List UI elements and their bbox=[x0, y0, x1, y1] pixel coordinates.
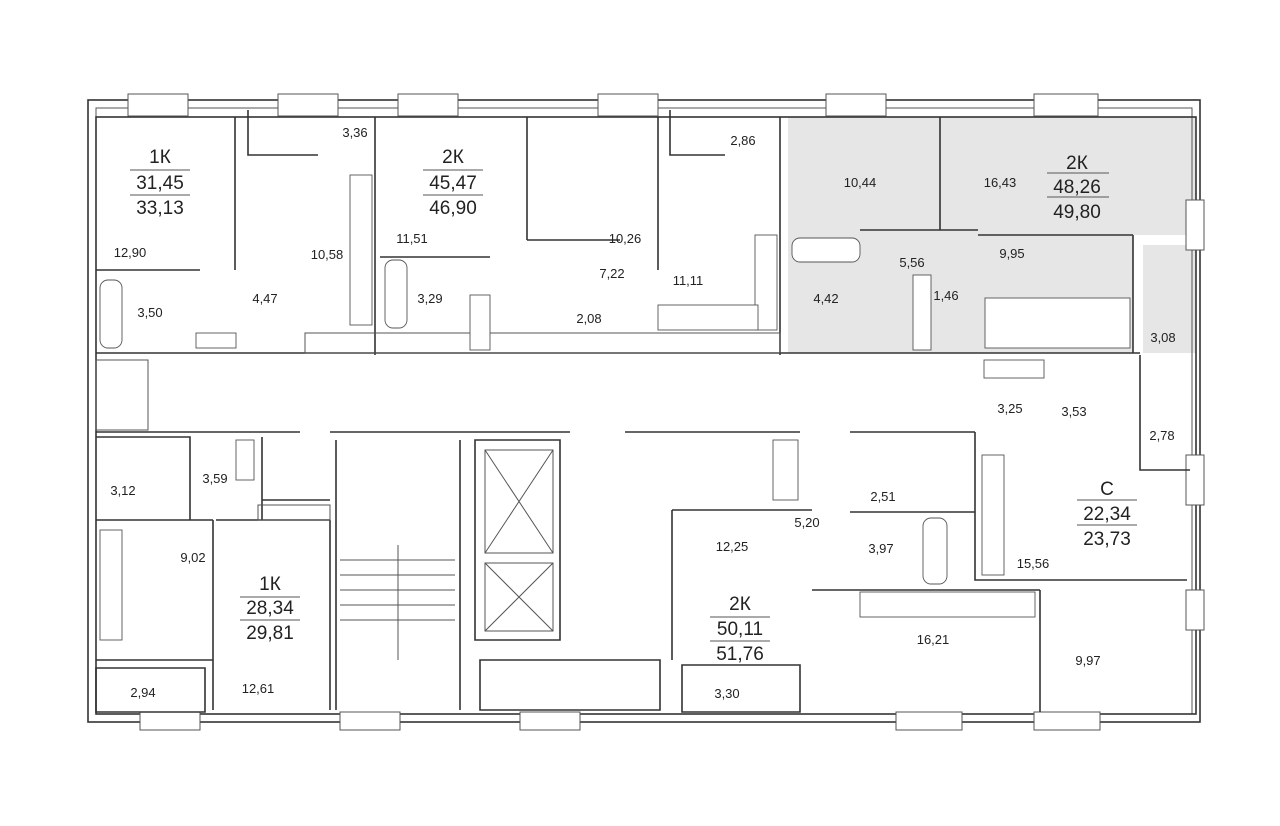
interior-walls bbox=[95, 110, 1190, 713]
room-area: 2,78 bbox=[1149, 428, 1174, 443]
apartment-living-area: 50,11 bbox=[717, 619, 763, 640]
room-area: 2,86 bbox=[730, 133, 755, 148]
room-area: 1,46 bbox=[933, 288, 958, 303]
kitchen-counters bbox=[99, 174, 1131, 641]
room-area: 10,26 bbox=[609, 231, 642, 246]
room-area: 3,53 bbox=[1061, 404, 1086, 419]
apartment-label[interactable]: 1К 28,34 29,81 bbox=[240, 574, 300, 644]
room-area: 3,59 bbox=[202, 471, 227, 486]
room-area: 3,29 bbox=[417, 291, 442, 306]
room-area: 16,21 bbox=[917, 632, 950, 647]
apartment-living-area: 31,45 bbox=[136, 173, 184, 194]
apartment-type: С bbox=[1100, 479, 1114, 500]
apartment-total-area: 49,80 bbox=[1053, 202, 1101, 223]
apartment-type: 2К bbox=[442, 147, 464, 168]
room-area: 3,50 bbox=[137, 305, 162, 320]
room-area: 10,44 bbox=[844, 175, 877, 190]
apartment-label[interactable]: 2К 50,11 51,76 bbox=[710, 594, 770, 665]
room-area: 3,12 bbox=[110, 483, 135, 498]
room-area: 7,22 bbox=[599, 266, 624, 281]
room-area: 2,08 bbox=[576, 311, 601, 326]
room-area-labels: 12,90 3,36 10,58 4,47 3,50 11,51 3,29 10… bbox=[110, 125, 1175, 701]
apartment-total-area: 23,73 bbox=[1083, 529, 1131, 550]
apartment-total-area: 29,81 bbox=[246, 623, 294, 644]
windows bbox=[127, 93, 1205, 731]
room-area: 11,51 bbox=[396, 231, 428, 246]
apartment-label[interactable]: 1К 31,45 33,13 bbox=[130, 147, 190, 219]
apartment-label[interactable]: С 22,34 23,73 bbox=[1077, 479, 1137, 550]
room-area: 12,25 bbox=[716, 539, 749, 554]
room-area: 3,25 bbox=[997, 401, 1022, 416]
apartment-total-area: 51,76 bbox=[716, 644, 764, 665]
room-area: 15,56 bbox=[1017, 556, 1050, 571]
room-area: 2,51 bbox=[870, 489, 895, 504]
apartment-total-area: 46,90 bbox=[429, 198, 477, 219]
apartment-living-area: 45,47 bbox=[429, 173, 477, 194]
apartment-type: 1К bbox=[259, 574, 281, 595]
room-area: 10,58 bbox=[311, 247, 344, 262]
room-area: 9,97 bbox=[1075, 653, 1100, 668]
room-area: 3,30 bbox=[714, 686, 739, 701]
room-area: 9,95 bbox=[999, 246, 1024, 261]
room-area: 3,97 bbox=[868, 541, 893, 556]
room-area: 4,47 bbox=[252, 291, 277, 306]
room-area: 5,20 bbox=[794, 515, 819, 530]
room-area: 2,94 bbox=[130, 685, 155, 700]
room-area: 5,56 bbox=[899, 255, 924, 270]
apartment-living-area: 22,34 bbox=[1083, 504, 1131, 525]
apartment-living-area: 48,26 bbox=[1053, 177, 1101, 198]
room-area: 4,42 bbox=[813, 291, 838, 306]
room-area: 3,36 bbox=[342, 125, 367, 140]
apartment-living-area: 28,34 bbox=[246, 598, 294, 619]
bathroom-fixtures bbox=[99, 237, 1045, 585]
room-area: 16,43 bbox=[984, 175, 1017, 190]
room-area: 12,90 bbox=[114, 245, 147, 260]
apartment-label-highlighted[interactable]: 2К 48,26 49,80 bbox=[1047, 153, 1109, 223]
apartment-type: 2К bbox=[729, 594, 751, 615]
room-area: 12,61 bbox=[242, 681, 275, 696]
apartment-label[interactable]: 2К 45,47 46,90 bbox=[423, 147, 483, 219]
room-area: 3,08 bbox=[1150, 330, 1175, 345]
room-area: 9,02 bbox=[180, 550, 205, 565]
apartment-type: 1К bbox=[149, 147, 171, 168]
apartment-type: 2К bbox=[1066, 153, 1088, 174]
room-area: 11,11 bbox=[673, 273, 704, 288]
apartment-total-area: 33,13 bbox=[136, 198, 184, 219]
